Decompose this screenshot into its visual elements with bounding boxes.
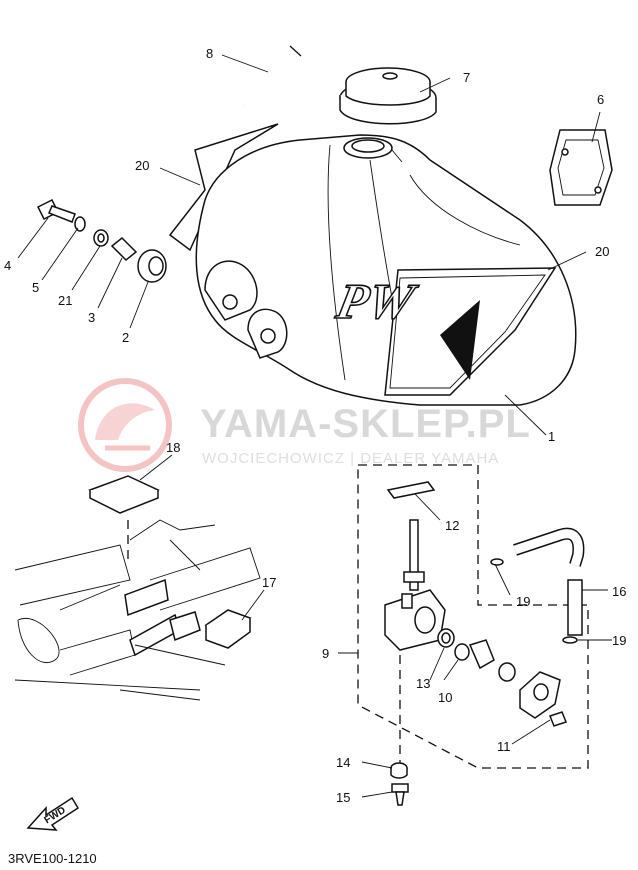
watermark-title: YAMA-SKLEP.PL [200, 402, 531, 446]
callout-21: 21 [58, 293, 72, 308]
part-bracket [549, 129, 613, 206]
callout-7: 7 [463, 70, 470, 85]
callout-14: 14 [336, 755, 350, 770]
part-code: 3RVE100-1210 [8, 851, 97, 866]
callout-16: 16 [612, 584, 626, 599]
callout-1: 1 [548, 429, 555, 444]
callout-15: 15 [336, 790, 350, 805]
callout-20-b: 20 [595, 244, 609, 259]
part-pad [88, 475, 160, 514]
callout-19-a: 19 [516, 594, 530, 609]
part-mount-hardware [36, 198, 167, 283]
watermark-subtitle: WOJCIECHOWICZ | DEALER YAMAHA [202, 450, 499, 467]
callout-20-a: 20 [135, 158, 149, 173]
fwd-arrow: FWD [26, 796, 80, 831]
watermark-logo [78, 378, 172, 472]
callout-5: 5 [32, 280, 39, 295]
callout-8: 8 [206, 46, 213, 61]
callout-6: 6 [597, 92, 604, 107]
part-fuel-tank: PW [168, 123, 577, 406]
callout-19-b: 19 [612, 633, 626, 648]
callout-11: 11 [497, 739, 511, 754]
callout-3: 3 [88, 310, 95, 325]
callout-18: 18 [166, 440, 180, 455]
callout-12: 12 [445, 518, 459, 533]
leader-lines [17, 54, 612, 798]
fuel-cock-assembly [357, 464, 589, 806]
callout-13: 13 [416, 676, 430, 691]
callout-2: 2 [122, 330, 129, 345]
part-fuel-hose [490, 527, 585, 644]
callouts: 1 2 3 4 5 6 7 8 9 10 11 12 13 14 15 16 1… [4, 46, 626, 805]
callout-4: 4 [4, 258, 11, 273]
part-fuel-cap [339, 67, 437, 125]
part-frame-section [14, 519, 261, 701]
part-damper [204, 609, 252, 649]
callout-17: 17 [262, 575, 276, 590]
callout-10: 10 [438, 690, 452, 705]
tank-badge: PW [331, 273, 422, 328]
callout-9: 9 [322, 646, 329, 661]
watermark: YAMA-SKLEP.PL WOJCIECHOWICZ | DEALER YAM… [78, 378, 531, 472]
